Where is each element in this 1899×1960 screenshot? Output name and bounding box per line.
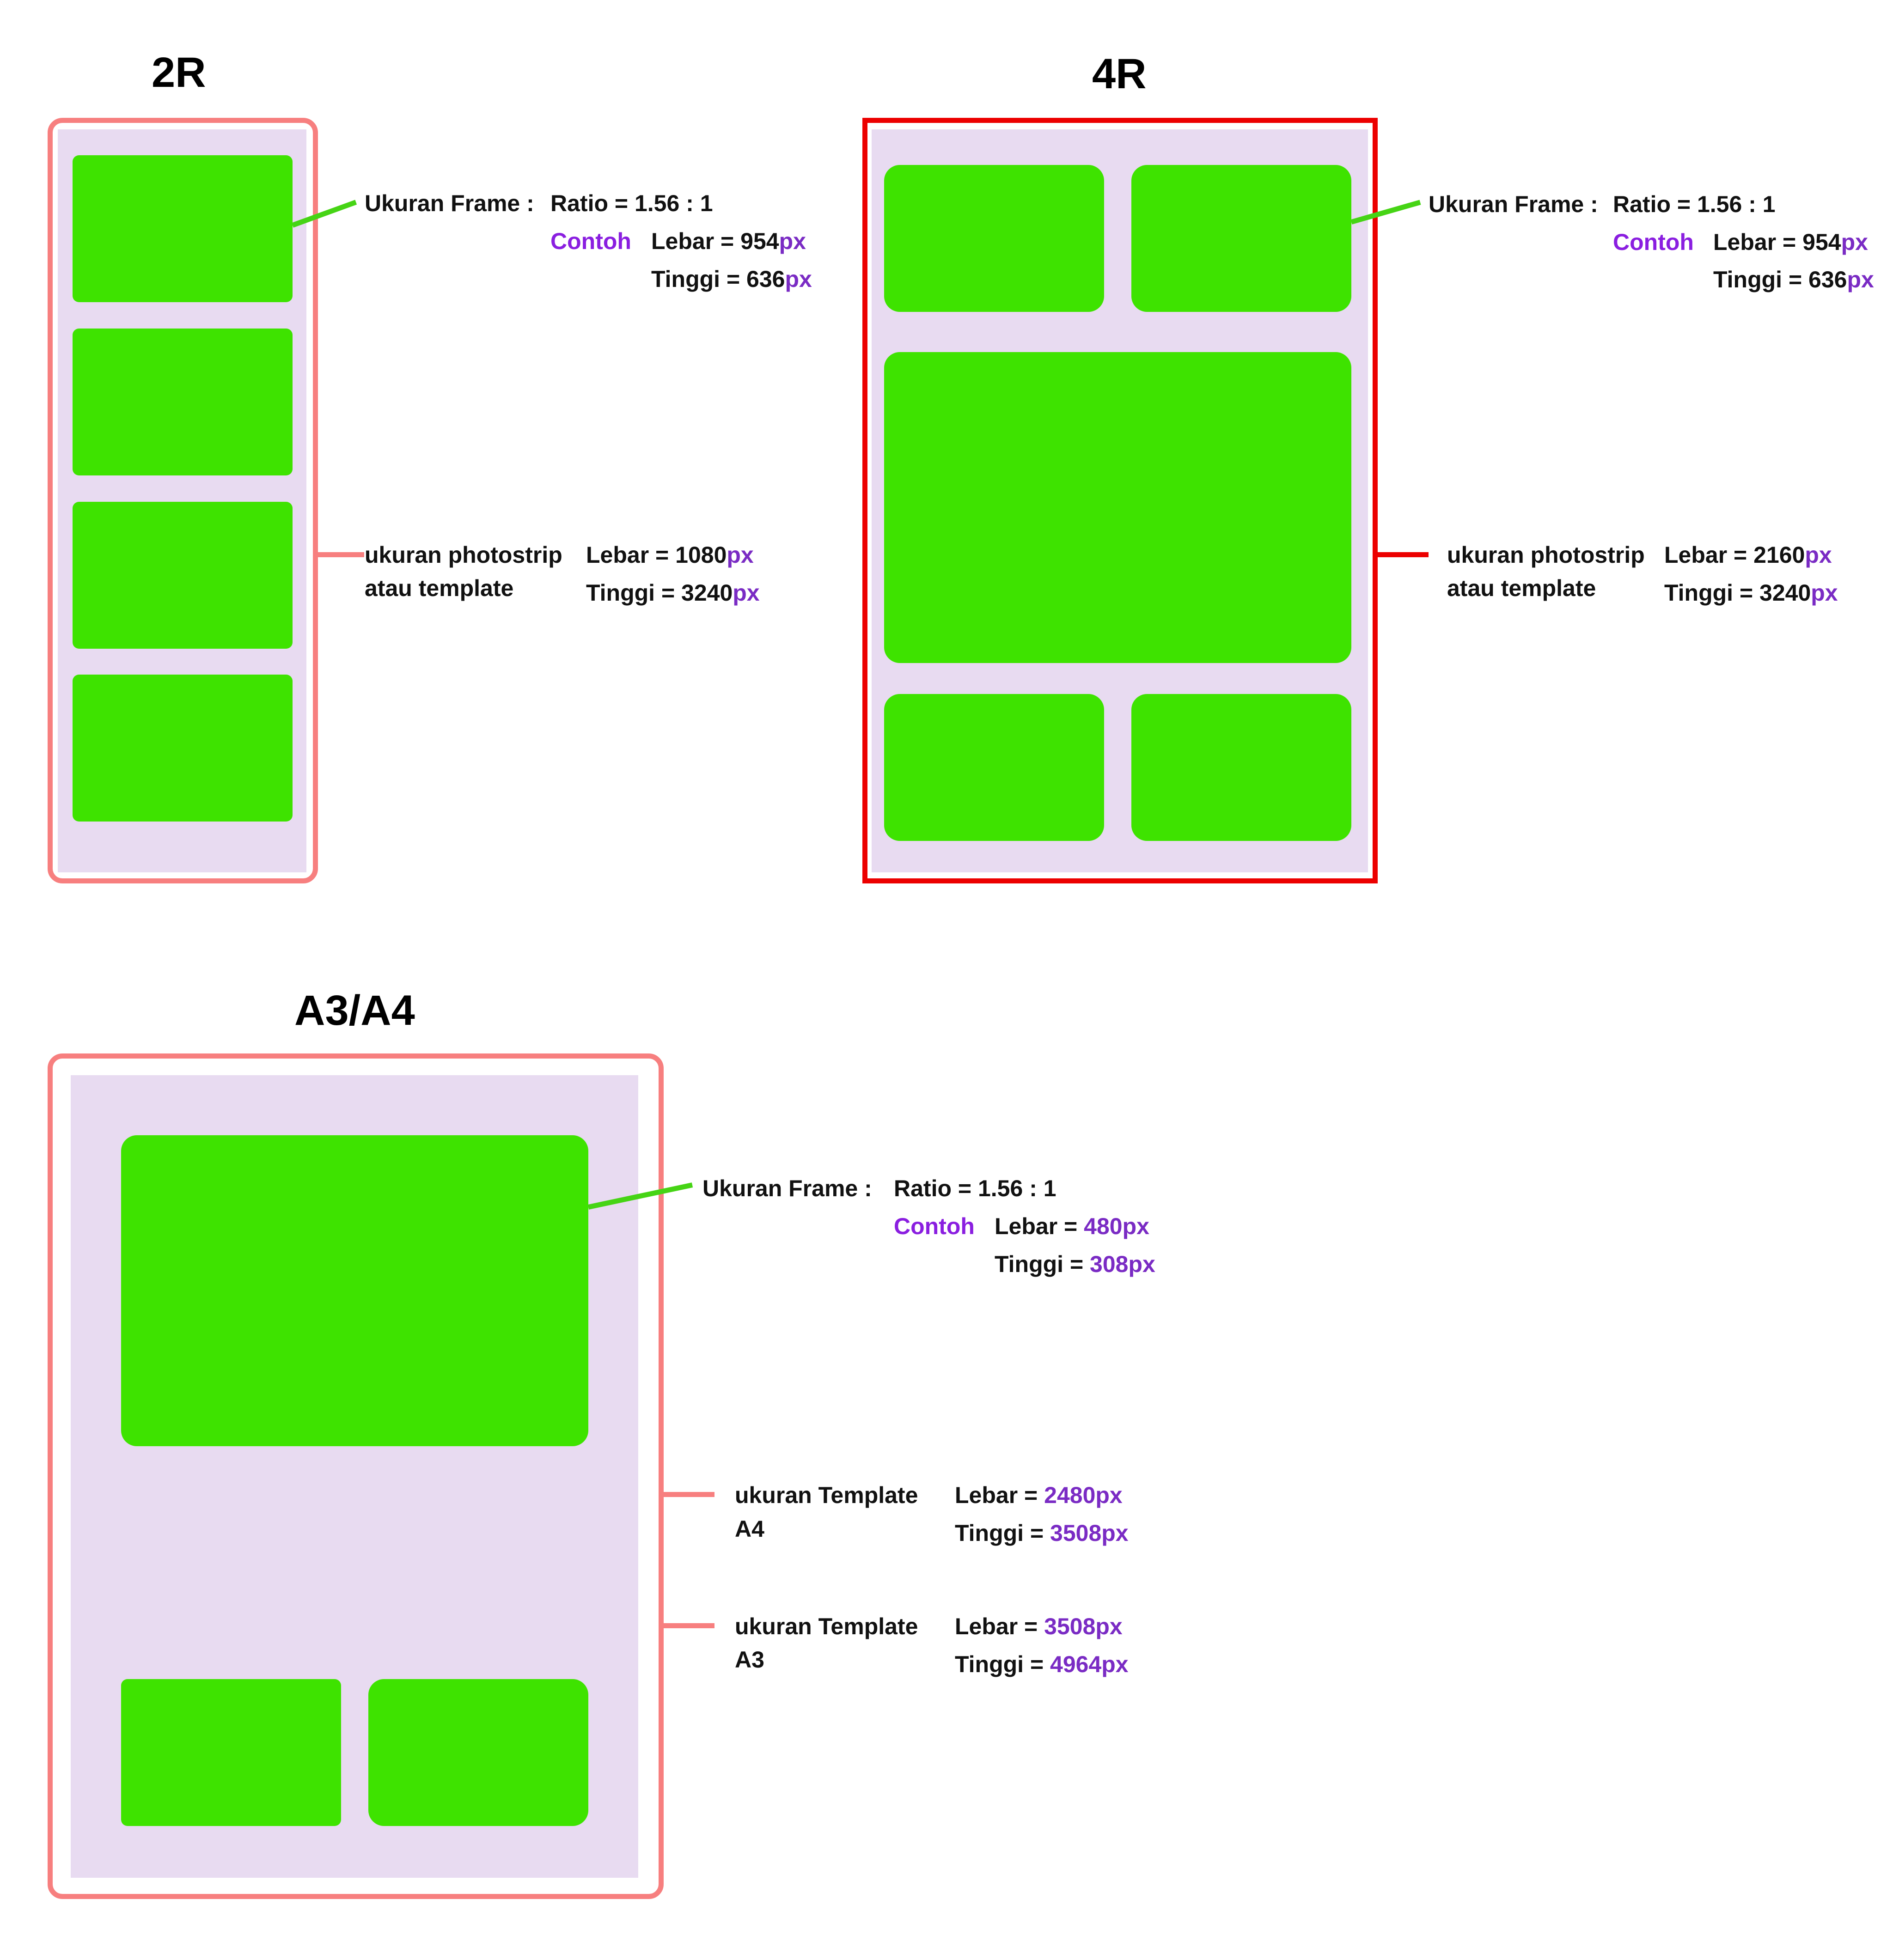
frame-width-4r: Lebar = 954px [1713,229,1868,255]
template-size-label-a3-line1: ukuran Template [735,1613,918,1639]
photo-frame-a3-a4-large [121,1135,588,1446]
template-height-2r: Tinggi = 3240px [586,580,760,606]
template-height-a4: Tinggi = 3508px [955,1520,1129,1546]
photo-frame-2r-2 [73,329,293,475]
photo-frame-4r-top-left [884,165,1104,312]
leader-line-template-2r [318,552,364,557]
template-width-a3: Lebar = 3508px [955,1613,1123,1639]
template-size-label-a4-line1: ukuran Template [735,1482,918,1508]
template-size-label-a3-line2: A3 [735,1647,764,1673]
frame-height-2r: Tinggi = 636px [651,266,812,292]
frame-height-a3-a4: Tinggi = 308px [995,1251,1155,1277]
template-size-label-4r-line1: ukuran photostrip [1447,542,1645,568]
contoh-label-2r: Contoh [550,228,631,254]
contoh-label-a3-a4: Contoh [894,1213,975,1239]
title-4r: 4R [1092,50,1147,97]
photo-frame-4r-top-right [1131,165,1351,312]
leader-line-template-4r [1378,552,1429,557]
template-size-label-a4-line2: A4 [735,1516,764,1542]
template-width-a4: Lebar = 2480px [955,1482,1123,1508]
template-size-label-2r-line1: ukuran photostrip [365,542,562,568]
photo-frame-4r-large [884,352,1351,663]
photo-frame-2r-1 [73,155,293,302]
contoh-label-4r: Contoh [1613,229,1694,255]
title-a3-a4: A3/A4 [294,987,415,1034]
frame-height-4r: Tinggi = 636px [1713,267,1874,292]
photo-frame-4r-bottom-left [884,694,1104,841]
template-height-a3: Tinggi = 4964px [955,1651,1129,1677]
frame-ratio-4r: Ratio = 1.56 : 1 [1613,191,1776,217]
frame-size-label-4r: Ukuran Frame : [1429,191,1598,217]
template-height-4r: Tinggi = 3240px [1664,580,1838,606]
frame-size-label-a3-a4: Ukuran Frame : [702,1175,872,1201]
template-width-4r: Lebar = 2160px [1664,542,1832,568]
frame-width-a3-a4: Lebar = 480px [995,1213,1149,1239]
template-size-label-2r-line2: atau template [365,575,514,601]
leader-line-template-a3 [664,1623,714,1628]
frame-ratio-a3-a4: Ratio = 1.56 : 1 [894,1175,1056,1201]
photo-frame-a3-a4-bottom-right [368,1679,588,1826]
template-width-2r: Lebar = 1080px [586,542,754,568]
leader-line-template-a4 [664,1492,714,1497]
photo-frame-4r-bottom-right [1131,694,1351,841]
frame-size-label-2r: Ukuran Frame : [365,190,534,216]
frame-ratio-2r: Ratio = 1.56 : 1 [550,190,713,216]
title-2r: 2R [152,49,206,96]
template-size-label-4r-line2: atau template [1447,575,1596,601]
photo-frame-2r-3 [73,502,293,649]
photo-frame-2r-4 [73,675,293,822]
photo-frame-a3-a4-bottom-left [121,1679,341,1826]
frame-width-2r: Lebar = 954px [651,228,806,254]
